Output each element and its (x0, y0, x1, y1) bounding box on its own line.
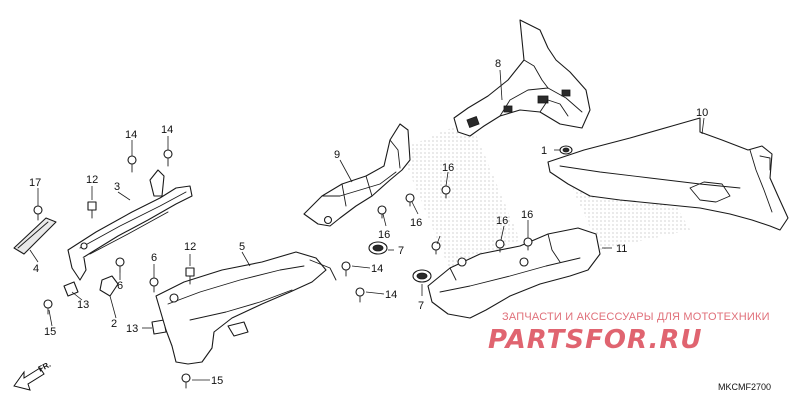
diagram-code: MKCMF2700 (718, 382, 771, 392)
callout-12-upper: 12 (86, 174, 98, 186)
part-11-lower-cover (427, 227, 601, 319)
screw-15-left (43, 299, 53, 315)
callout-15-left: 15 (44, 326, 56, 338)
fasteners (33, 149, 533, 389)
part-13-clip-a (63, 281, 79, 297)
front-direction-indicator: FR. (13, 360, 53, 391)
screw-14-mid-a (341, 261, 351, 277)
screw-6-left (115, 257, 125, 273)
callout-16-d: 16 (496, 215, 508, 227)
callout-2: 2 (111, 318, 117, 330)
callout-12-lower: 12 (184, 241, 196, 253)
callout-13-left: 13 (77, 299, 89, 311)
screw-16-d (431, 241, 441, 255)
callout-5: 5 (239, 241, 245, 253)
bolt-12-upper (87, 201, 97, 219)
callout-16-b: 16 (410, 217, 422, 229)
part-7-grommet-upper (368, 241, 388, 255)
watermark-logo: PARTSFOR.RU (488, 325, 702, 355)
bolt-17 (33, 205, 43, 221)
callout-14-top-right: 14 (161, 124, 173, 136)
callout-11: 11 (616, 243, 627, 255)
callout-15-bottom: 15 (211, 375, 223, 387)
callout-17: 17 (29, 177, 41, 189)
callout-16-c: 16 (378, 229, 390, 241)
screw-6-mid (149, 277, 159, 293)
part-4-reflector (13, 217, 57, 255)
callout-6-mid: 6 (151, 252, 157, 264)
part-13-clip-b (151, 319, 167, 335)
screw-16-e (495, 239, 505, 253)
part-1-grommet (559, 145, 573, 155)
callout-9: 9 (334, 149, 340, 161)
screw-14-top-right (163, 149, 173, 167)
screw-14-top-left (127, 155, 137, 173)
bolt-12-lower (185, 267, 195, 285)
callout-16-a: 16 (442, 162, 454, 174)
callout-7-lower: 7 (418, 300, 424, 312)
callout-4: 4 (33, 263, 39, 275)
callout-14-top-left: 14 (125, 129, 137, 141)
screw-16-f (523, 237, 533, 251)
leader-lines (29, 69, 705, 381)
screw-15-bottom (181, 373, 191, 389)
callout-14-mid-a: 14 (371, 263, 383, 275)
callout-3: 3 (114, 181, 120, 193)
callout-8: 8 (495, 58, 501, 70)
callout-1: 1 (541, 145, 547, 157)
callout-13-bottom: 13 (126, 323, 138, 335)
callout-labels: 1 2 3 4 5 6 6 7 7 8 9 10 11 12 12 13 13 … (29, 58, 708, 387)
front-arrow-icon (13, 367, 45, 391)
part-2-clip (99, 275, 119, 297)
watermark: ЗАПЧАСТИ И АКСЕССУАРЫ ДЛЯ МОТОТЕХНИКИ PA… (488, 311, 770, 355)
callout-6-left: 6 (117, 280, 123, 292)
part-5-cover (155, 251, 337, 365)
front-direction-label: FR. (37, 360, 53, 374)
callout-10: 10 (696, 107, 708, 119)
part-8-upper-cover (453, 19, 591, 137)
screw-16-b (405, 193, 415, 207)
screw-14-mid-b (355, 287, 365, 303)
callout-16-e: 16 (521, 209, 533, 221)
part-10-side-cover (547, 117, 789, 231)
part-3-rail-bracket (67, 169, 193, 281)
screw-16-c (377, 205, 387, 219)
part-7-grommet-lower (412, 269, 432, 283)
watermark-tagline: ЗАПЧАСТИ И АКСЕССУАРЫ ДЛЯ МОТОТЕХНИКИ (502, 311, 770, 323)
part-9-bracket (303, 123, 411, 227)
callout-14-mid-b: 14 (385, 289, 397, 301)
callout-7-upper: 7 (398, 245, 404, 257)
